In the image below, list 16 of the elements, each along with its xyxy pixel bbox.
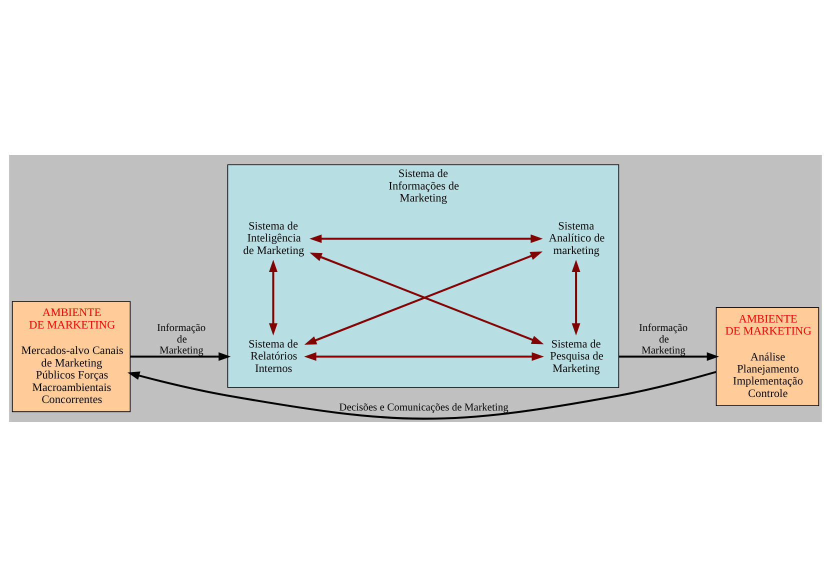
arrow — [130, 352, 231, 360]
node-text: Sistema de Pesquisa de Marketing — [550, 338, 604, 374]
node-text: Sistema de Inteligência de Marketing — [243, 220, 304, 256]
arrow — [309, 234, 543, 242]
node-text: Sistema de Relatórios Internos — [248, 338, 298, 374]
node-box: AMBIENTE DE MARKETING Análise Planejamento Implementação Controle — [716, 306, 820, 406]
node-text: Sistema Analítico de marketing — [548, 220, 605, 256]
edge-label: Decisões e Comunicações de Marketing — [339, 402, 508, 414]
node-box: AMBIENTE DE MARKETING Mercados-alvo Canais de Marketing Públicos Forças Macroambientais Concorrentes — [12, 300, 131, 412]
edge-label: Informação de Marketing — [639, 322, 688, 356]
arrow — [127, 370, 716, 420]
edge-label: Informação de Marketing — [157, 322, 206, 356]
arrow — [618, 352, 720, 360]
arrow — [304, 352, 544, 360]
arrow — [268, 259, 278, 335]
arrow — [572, 259, 580, 335]
